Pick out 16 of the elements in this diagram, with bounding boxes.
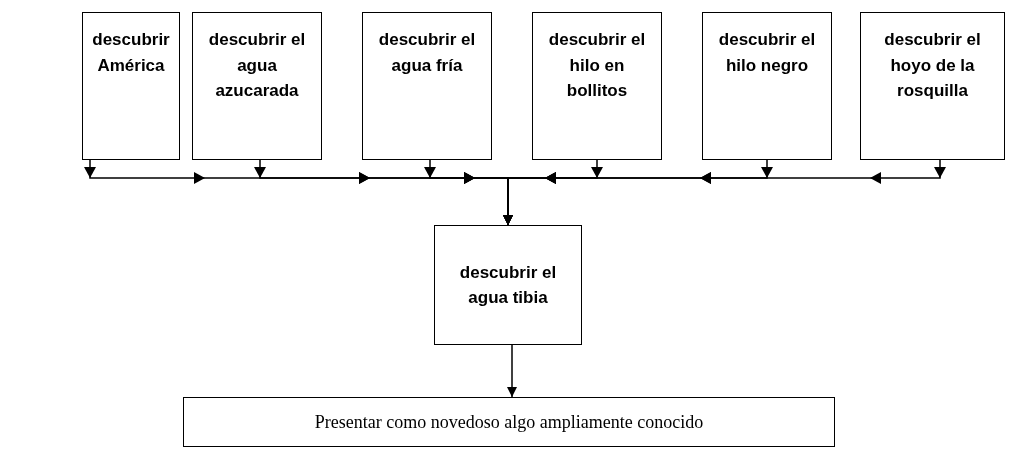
process-box <box>860 12 1005 160</box>
process-box <box>362 12 492 160</box>
box-label: descubrir el hoyo de la rosquilla <box>883 29 982 102</box>
box-label: descubrir el hilo en bollitos <box>547 29 647 102</box>
box-label: descubrir el hilo negro <box>717 29 817 77</box>
process-box <box>702 12 832 160</box>
process-box <box>532 12 662 160</box>
box-label: descubrir el agua fría <box>377 29 477 77</box>
box-label: descubrir el agua tibia <box>458 261 558 309</box>
process-box <box>183 397 835 447</box>
process-box <box>192 12 322 160</box>
box-label: Presentar como novedoso algo ampliamente conocido <box>314 410 704 434</box>
process-box <box>434 225 582 345</box>
box-label: descubrir el agua azucarada <box>207 29 307 102</box>
process-box <box>82 12 180 160</box>
box-label: descubrir América <box>91 29 171 77</box>
